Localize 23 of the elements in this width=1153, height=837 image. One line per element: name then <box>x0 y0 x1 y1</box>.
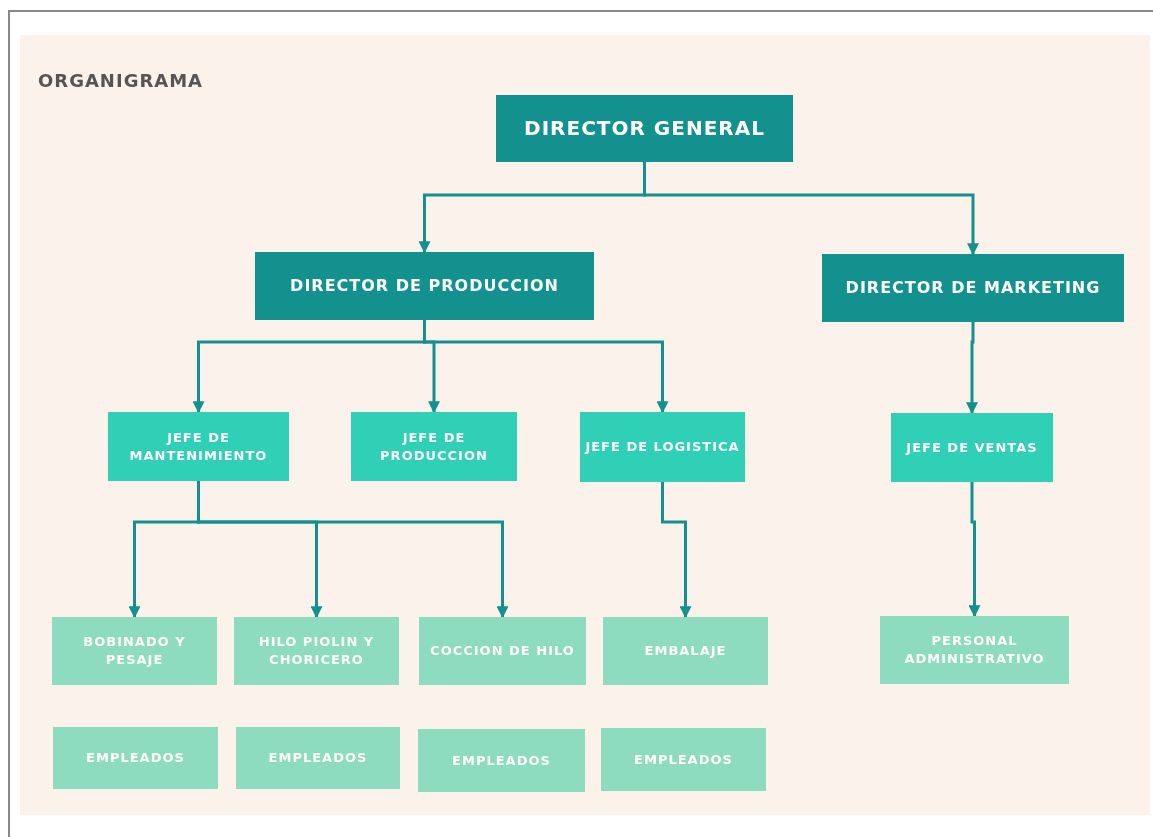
org-box: JEFE DE PRODUCCION <box>351 412 517 481</box>
org-box: JEFE DE VENTAS <box>891 413 1053 482</box>
org-box: HILO PIOLIN Y CHORICERO <box>234 617 399 685</box>
org-box: EMBALAJE <box>603 617 768 685</box>
org-box: JEFE DE MANTENIMIENTO <box>108 412 289 481</box>
org-box: EMPLEADOS <box>418 729 585 792</box>
org-box: DIRECTOR DE MARKETING <box>822 254 1124 322</box>
org-box: JEFE DE LOGISTICA <box>580 412 745 482</box>
connector-arrow <box>661 482 692 619</box>
org-box: EMPLEADOS <box>236 727 400 789</box>
connector-arrow <box>423 320 669 414</box>
org-box: DIRECTOR GENERAL <box>496 95 793 162</box>
connector-arrow <box>197 481 509 619</box>
org-box: COCCION DE HILO <box>419 617 586 685</box>
org-box: DIRECTOR DE PRODUCCION <box>255 252 594 320</box>
org-box: EMPLEADOS <box>601 728 766 791</box>
connector-arrow <box>643 162 979 256</box>
connector-arrow <box>966 322 978 415</box>
diagram-title: ORGANIGRAMA <box>38 70 204 91</box>
org-box: BOBINADO Y PESAJE <box>52 617 217 685</box>
connector-arrow <box>968 482 981 618</box>
org-box: PERSONAL ADMINISTRATIVO <box>880 616 1069 684</box>
org-box: EMPLEADOS <box>53 727 218 789</box>
